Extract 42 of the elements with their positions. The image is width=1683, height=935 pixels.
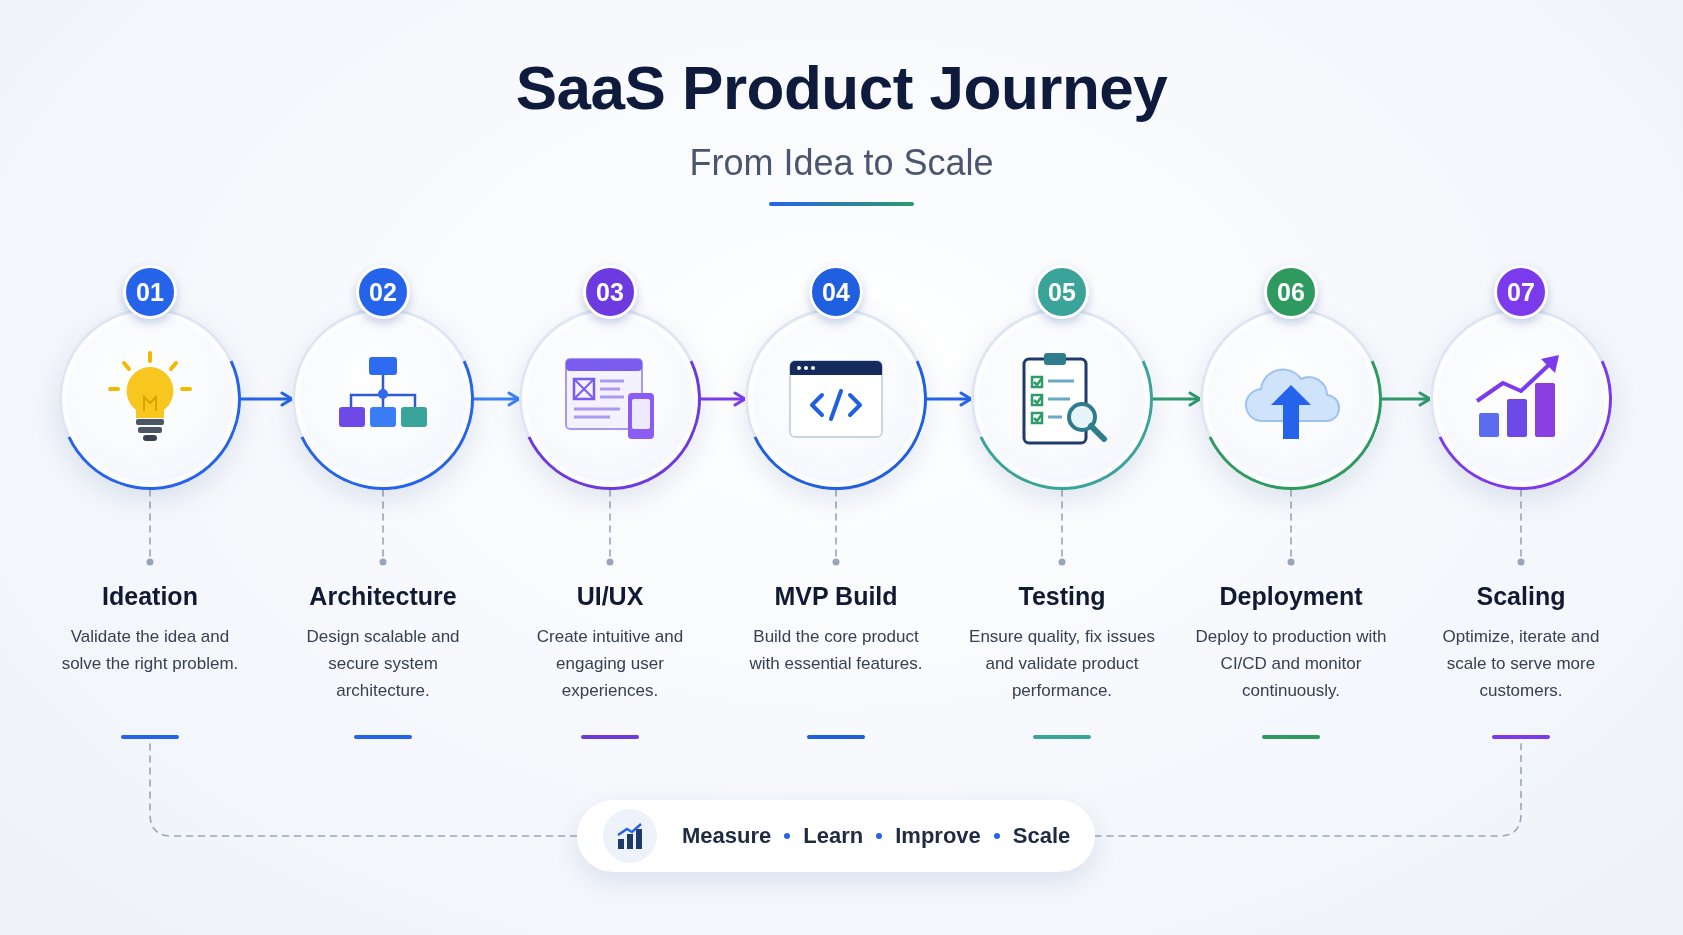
- step-number: 03: [583, 265, 637, 319]
- cycle-word: Improve: [895, 823, 981, 849]
- step-description: Deploy to production with CI/CD and monitor continuously.: [1194, 626, 1388, 702]
- diagram-title: SaaS Product Journey: [515, 52, 1168, 123]
- step-title: Architecture: [309, 582, 457, 611]
- step-title: Deployment: [1219, 582, 1363, 611]
- step-title: Testing: [1018, 582, 1106, 611]
- step-description: Create intuitive and engaging user experiences.: [535, 626, 685, 702]
- dashed-connector: [146, 489, 154, 566]
- step-description: Build the core product with essential features.: [748, 626, 924, 675]
- step-description: Ensure quality, fix issues and validate product performance.: [968, 626, 1156, 702]
- step-title: Scaling: [1476, 582, 1566, 611]
- step-title: Ideation: [102, 582, 198, 611]
- arrow: [1151, 391, 1202, 407]
- step-number: 05: [1035, 265, 1089, 319]
- step-description: Validate the idea and solve the right problem.: [60, 626, 240, 675]
- dashed-connector: [1287, 489, 1295, 566]
- dashed-connector: [1517, 489, 1525, 566]
- cycle-word: Measure: [682, 823, 772, 849]
- subtitle: From Idea to Scale: [689, 142, 994, 184]
- dashed-connector: [1094, 743, 1522, 837]
- dashed-connector: [379, 489, 387, 566]
- dashed-connector: [832, 489, 840, 566]
- step-number: 01: [123, 265, 177, 319]
- dashed-connector: [149, 743, 578, 837]
- arrow: [925, 391, 973, 407]
- step-number: 04: [809, 265, 863, 319]
- step-number: 02: [356, 265, 410, 319]
- arrow: [1380, 391, 1432, 407]
- step-description: Design scalable and secure system architecture.: [305, 626, 461, 702]
- step-title: MVP Build: [774, 582, 898, 611]
- arrow: [472, 391, 521, 407]
- arrow: [699, 391, 747, 407]
- dashed-connector: [1058, 489, 1066, 566]
- step-description: Optimize, iterate and scale to serve more customers.: [1441, 626, 1601, 702]
- cycle-word: Learn: [803, 823, 864, 849]
- step-number: 06: [1264, 265, 1318, 319]
- cycle-word: Scale: [1012, 823, 1071, 849]
- step-number: 07: [1494, 265, 1548, 319]
- dashed-connector: [606, 489, 614, 566]
- arrow: [239, 391, 294, 407]
- step-title: UI/UX: [576, 582, 644, 611]
